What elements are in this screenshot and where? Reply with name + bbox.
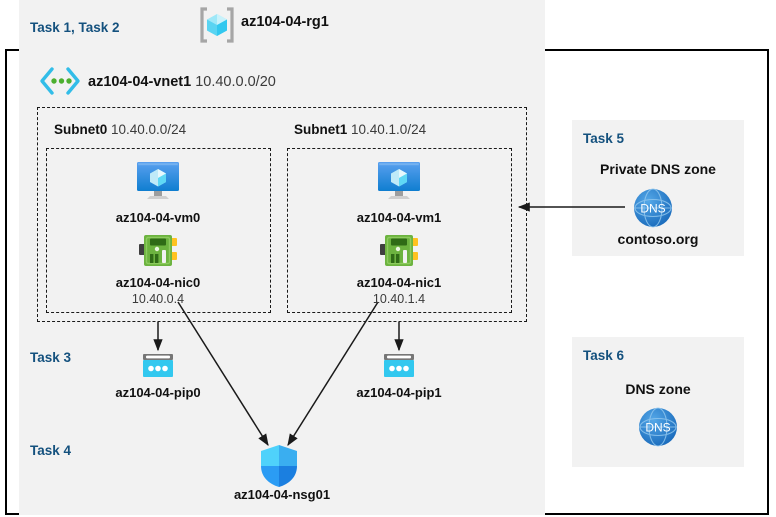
task5-label: Task 5 bbox=[583, 131, 625, 146]
network-interface-icon bbox=[378, 232, 420, 272]
vm1-label: az104-04-vm1 bbox=[356, 210, 442, 225]
dns-icon-text: DNS bbox=[640, 202, 665, 216]
network-interface-icon bbox=[137, 232, 179, 272]
task6-label: Task 6 bbox=[583, 348, 625, 363]
nic1-ip: 10.40.1.4 bbox=[372, 292, 426, 306]
nic0-label: az104-04-nic0 bbox=[115, 275, 201, 290]
subnet1-title: Subnet1 10.40.1.0/24 bbox=[294, 122, 427, 137]
nsg-label: az104-04-nsg01 bbox=[233, 487, 331, 502]
resource-group-icon bbox=[197, 5, 237, 45]
virtual-machine-icon bbox=[133, 158, 183, 203]
dns-zone-icon: DNS bbox=[635, 404, 681, 450]
public-ip-icon bbox=[381, 352, 417, 382]
arrow-nic0-to-nsg bbox=[177, 301, 269, 447]
public-ip-icon bbox=[140, 352, 176, 382]
pip0-label: az104-04-pip0 bbox=[115, 385, 201, 400]
arrow-nic1-to-nsg bbox=[287, 301, 379, 447]
vm0-label: az104-04-vm0 bbox=[115, 210, 201, 225]
private-dns-title: Private DNS zone bbox=[600, 161, 716, 177]
dns-zone-icon: DNS bbox=[630, 185, 676, 231]
task5-panel bbox=[572, 120, 744, 256]
subnet0-container bbox=[46, 148, 271, 313]
virtual-network-icon bbox=[38, 66, 82, 96]
task3-label: Task 3 bbox=[30, 350, 72, 365]
subnets-outer-container bbox=[37, 107, 527, 322]
dns-icon-text: DNS bbox=[645, 421, 670, 435]
task3-panel bbox=[19, 337, 545, 410]
private-dns-name: contoso.org bbox=[617, 231, 699, 247]
pip1-label: az104-04-pip1 bbox=[356, 385, 442, 400]
virtual-network-title: az104-04-vnet1 10.40.0.0/20 bbox=[88, 74, 276, 90]
resource-group-header-band bbox=[19, 0, 545, 49]
nic0-ip: 10.40.0.4 bbox=[131, 292, 185, 306]
virtual-machine-icon bbox=[374, 158, 424, 203]
nic1-label: az104-04-nic1 bbox=[356, 275, 442, 290]
resource-group-name: az104-04-rg1 bbox=[241, 14, 329, 30]
task4-label: Task 4 bbox=[30, 443, 72, 458]
public-dns-title: DNS zone bbox=[625, 381, 691, 397]
virtual-network-container bbox=[19, 57, 545, 327]
subnet0-title: Subnet0 10.40.0.0/24 bbox=[54, 122, 187, 137]
subnet1-container bbox=[287, 148, 512, 313]
task1-task2-label: Task 1, Task 2 bbox=[30, 20, 120, 35]
network-security-group-icon bbox=[258, 443, 300, 489]
